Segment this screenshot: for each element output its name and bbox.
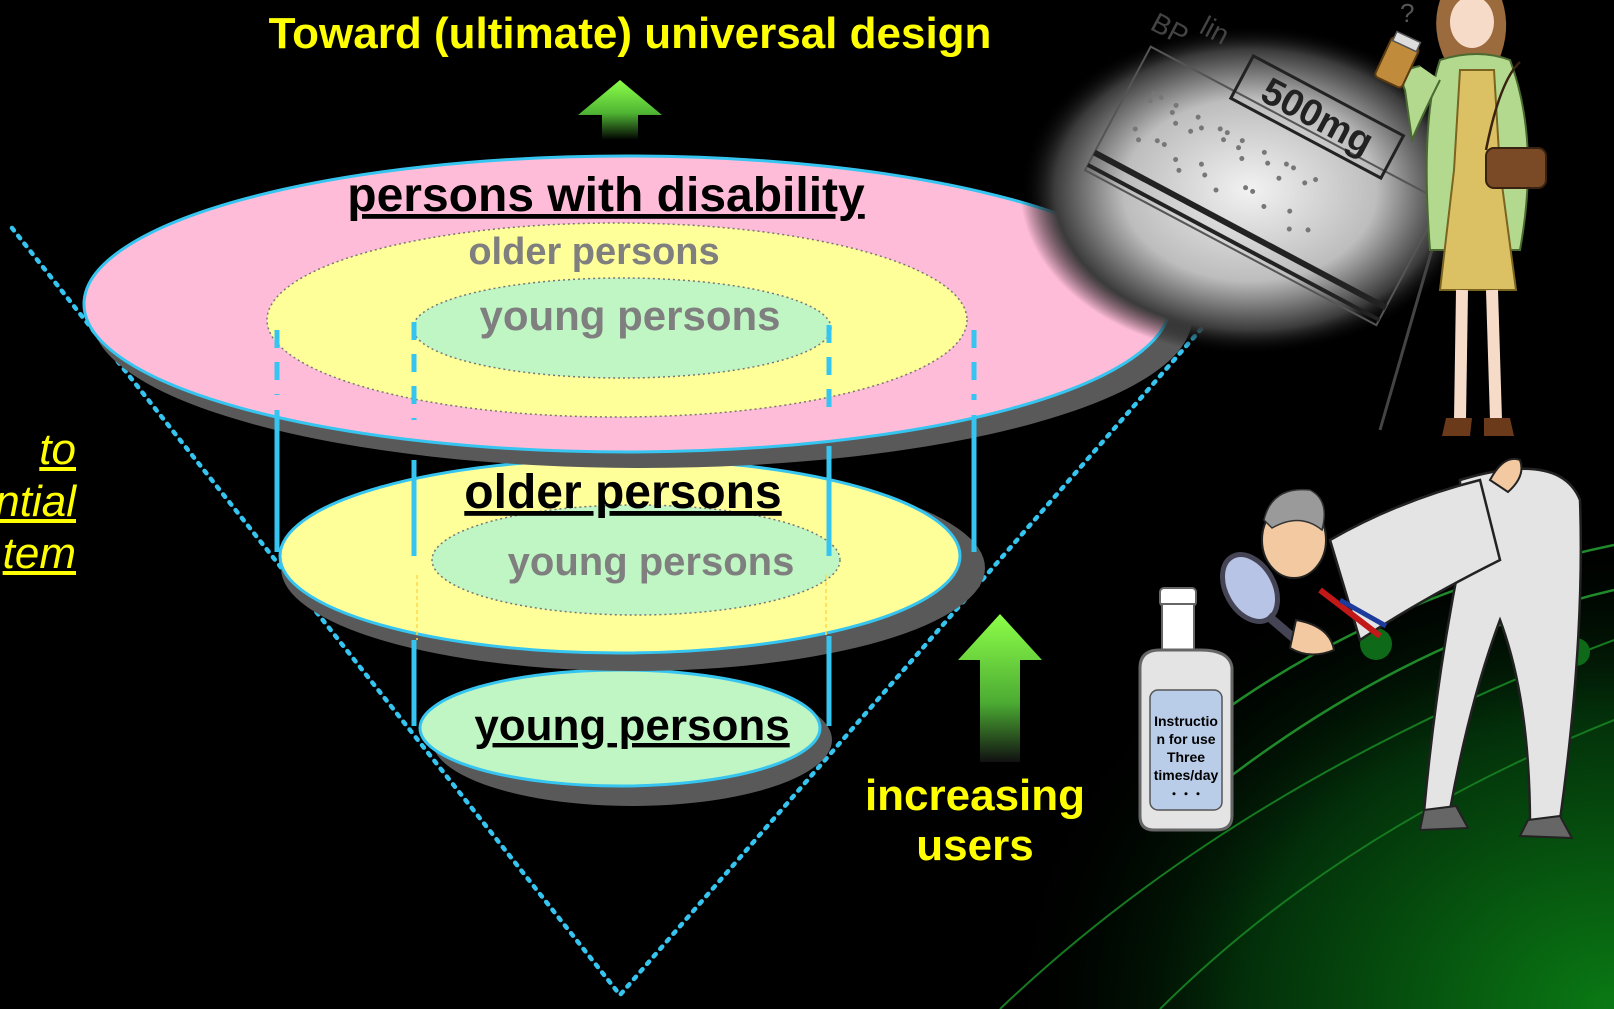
bottle-line-4: times/day <box>1154 767 1219 783</box>
funnel-outline <box>9 225 1273 999</box>
left-caption-line-2: ntial <box>0 477 76 526</box>
inner-guide-lines <box>416 575 827 640</box>
man-with-magnifier-illustration <box>1220 458 1583 840</box>
layer-older <box>278 457 985 671</box>
left-caption-line-1: to <box>39 425 76 474</box>
increasing-users-line1: increasing <box>865 771 1085 820</box>
label-top-older: older persons <box>468 231 719 273</box>
braille-box-photo: 500mg BP lin <box>1020 7 1480 355</box>
left-caption-line-3: tem <box>2 529 76 578</box>
bottle-line-5: ・・・ <box>1168 787 1204 801</box>
bottle-line-3: Three <box>1167 749 1205 765</box>
braille-dots <box>1132 91 1319 233</box>
bottle-line-2: n for use <box>1156 731 1215 747</box>
woman-with-cane-illustration: ? <box>1374 0 1547 436</box>
label-young: young persons <box>474 701 789 750</box>
label-middle-young: young persons <box>508 540 795 584</box>
connector-lines <box>274 322 977 726</box>
layer-young <box>418 668 832 806</box>
increasing-arrow-icon <box>958 614 1042 762</box>
increasing-users-line2: users <box>916 821 1033 870</box>
left-partial-caption: to ntial tem <box>0 424 76 580</box>
svg-text:?: ? <box>1400 0 1414 28</box>
page-title: Toward (ultimate) universal design <box>269 9 992 58</box>
label-top-young: young persons <box>479 292 780 339</box>
bottle-line-1: Instructio <box>1154 713 1218 729</box>
label-disability: persons with disability <box>347 169 865 222</box>
layer-disability <box>82 154 1192 468</box>
up-arrow-icon <box>578 80 662 140</box>
label-older: older persons <box>464 466 781 519</box>
medicine-bottle-illustration: Instructio n for use Three times/day ・・・ <box>1138 587 1234 832</box>
